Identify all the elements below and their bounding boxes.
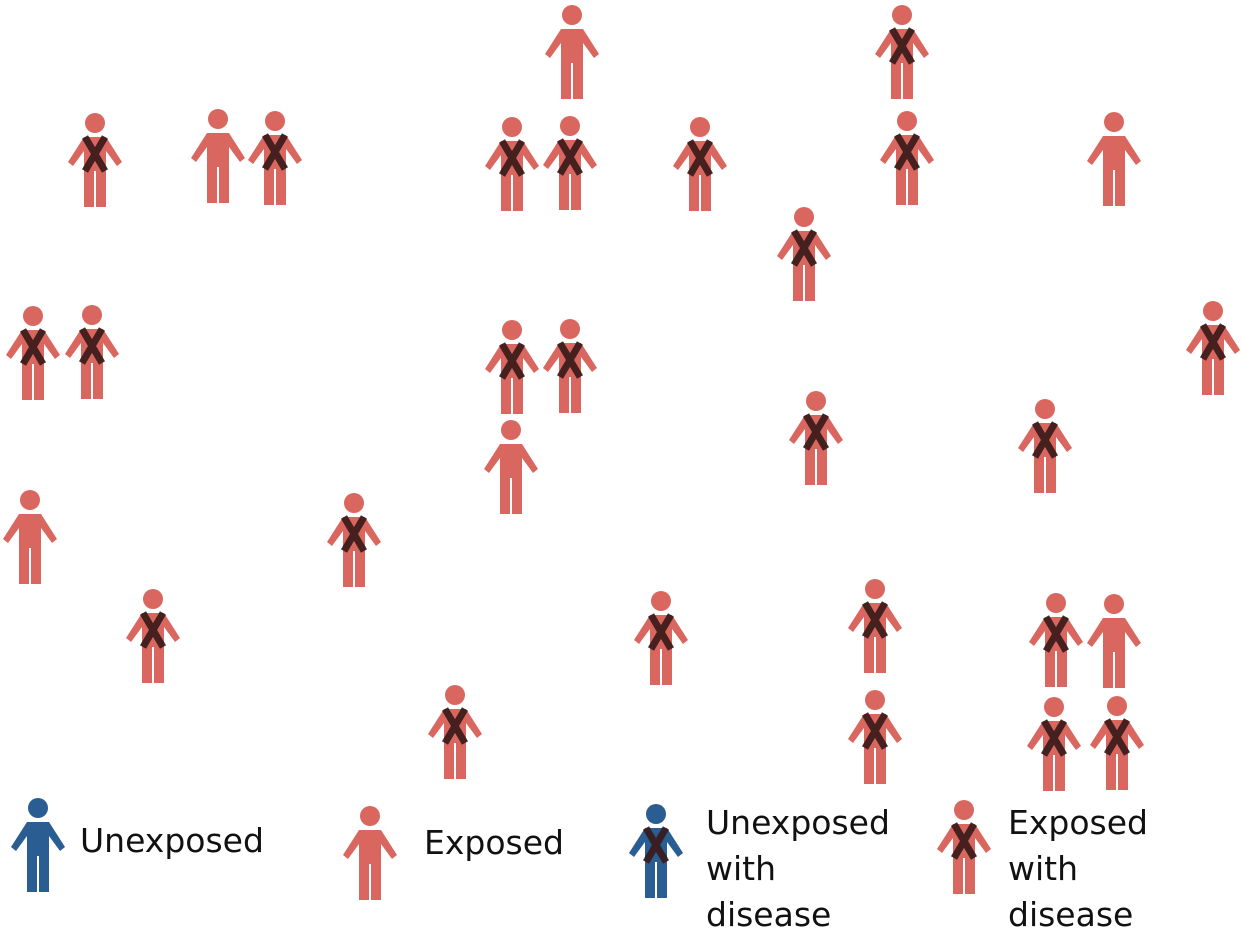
person-with-disease-icon [1015,397,1075,497]
person-icon [0,488,60,588]
person-with-disease-icon [670,115,730,215]
person-with-disease-icon [631,589,691,689]
person-icon [340,804,400,904]
legend-label-unexposed-with-disease: Unexposed with disease [706,803,890,934]
person-with-disease-icon [62,303,122,403]
person-with-disease-icon [877,109,937,209]
person-with-disease-icon [1024,695,1084,795]
person-with-disease-icon [3,304,63,404]
person-icon [542,3,602,103]
person-icon [1084,110,1144,210]
person-icon [188,107,248,207]
person-with-disease-icon [482,318,542,418]
person-icon [8,796,68,896]
legend-label-exposed-with-disease: Exposed with disease [1008,803,1148,934]
person-with-disease-icon [934,798,994,898]
person-with-disease-icon [540,114,600,214]
person-with-disease-icon [774,205,834,305]
person-with-disease-icon [1026,591,1086,691]
person-with-disease-icon [324,491,384,591]
person-icon [481,418,541,518]
population-diagram: Unexposed Exposed Unexposed with disease… [0,3,1241,934]
person-with-disease-icon [872,3,932,103]
person-icon [1084,592,1144,692]
person-with-disease-icon [786,389,846,489]
person-with-disease-icon [123,587,183,687]
person-with-disease-icon [845,688,905,788]
person-with-disease-icon [482,115,542,215]
person-with-disease-icon [65,111,125,211]
legend-label-exposed: Exposed [424,823,564,862]
person-with-disease-icon [845,577,905,677]
person-with-disease-icon [1183,299,1241,399]
legend-label-unexposed: Unexposed [80,821,264,860]
person-with-disease-icon [540,317,600,417]
person-with-disease-icon [245,109,305,209]
person-with-disease-icon [1087,694,1147,794]
person-with-disease-icon [626,802,686,902]
person-with-disease-icon [425,683,485,783]
